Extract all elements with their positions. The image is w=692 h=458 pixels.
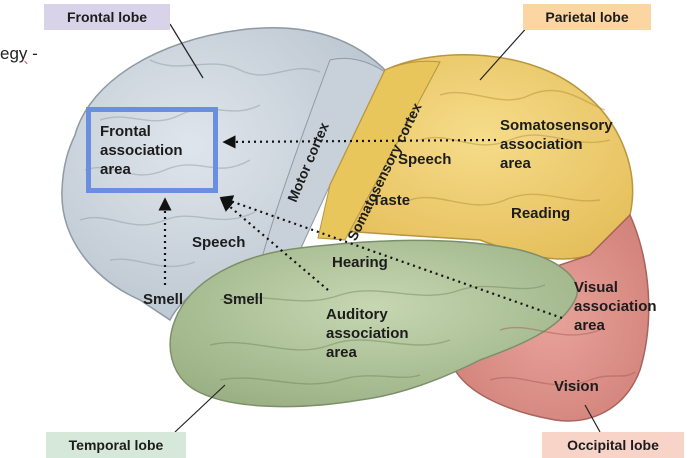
temporal-lobe-tag: Temporal lobe	[46, 432, 186, 458]
taste-label: Taste	[372, 192, 410, 209]
frontal-association-label: Frontal association area	[100, 122, 183, 179]
visual-association-label: Visual association area	[574, 278, 657, 335]
reading-label: Reading	[511, 205, 570, 222]
smell-left-label: Smell	[143, 291, 183, 308]
frontal-lobe-tag: Frontal lobe	[44, 4, 170, 30]
speech-frontal-label: Speech	[192, 234, 245, 251]
smell-right-label: Smell	[223, 291, 263, 308]
page-text-fragment: egy -	[0, 44, 38, 64]
somatosensory-association-label: Somatosensory association area	[500, 116, 613, 173]
auditory-association-label: Auditory association area	[326, 305, 409, 362]
vision-label: Vision	[554, 378, 599, 395]
occipital-lobe-tag: Occipital lobe	[542, 432, 684, 458]
speech-parietal-label: Speech	[398, 151, 451, 168]
hearing-label: Hearing	[332, 254, 388, 271]
parietal-lobe-tag: Parietal lobe	[523, 4, 651, 30]
